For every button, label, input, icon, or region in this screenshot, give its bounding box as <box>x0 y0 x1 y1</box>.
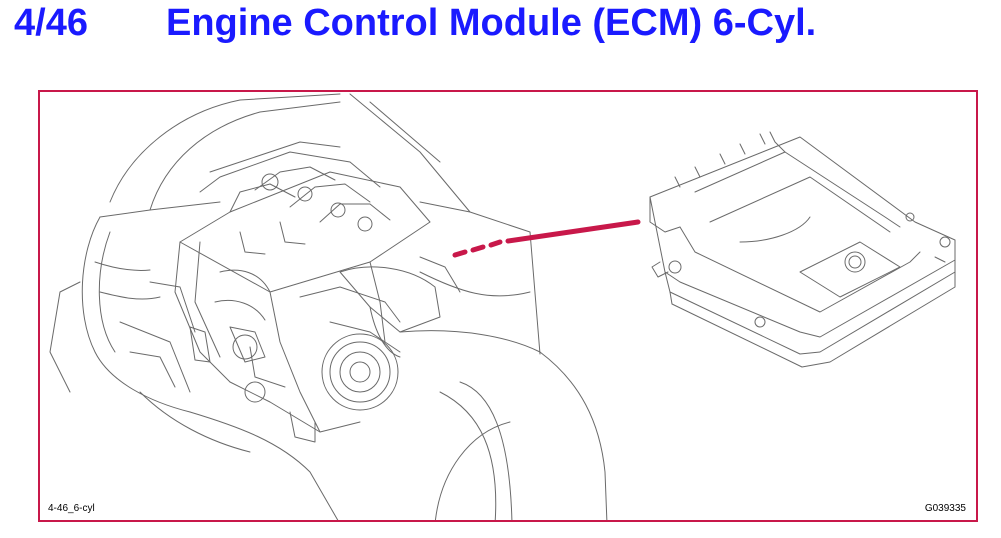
leader-line <box>452 219 641 258</box>
page-title: Engine Control Module (ECM) 6-Cyl. <box>166 2 817 44</box>
figure-number: 4/46 <box>14 2 88 44</box>
ecm-module-drawing <box>649 131 956 368</box>
engine-drawing <box>174 141 461 443</box>
engine-bay-illustration <box>49 93 956 520</box>
figure-caption-left: 4-46_6-cyl <box>48 503 95 514</box>
illustration-frame: 4-46_6-cyl G039335 <box>38 90 978 522</box>
car-body-drawing <box>49 93 608 520</box>
figure-caption-right: G039335 <box>924 503 966 514</box>
